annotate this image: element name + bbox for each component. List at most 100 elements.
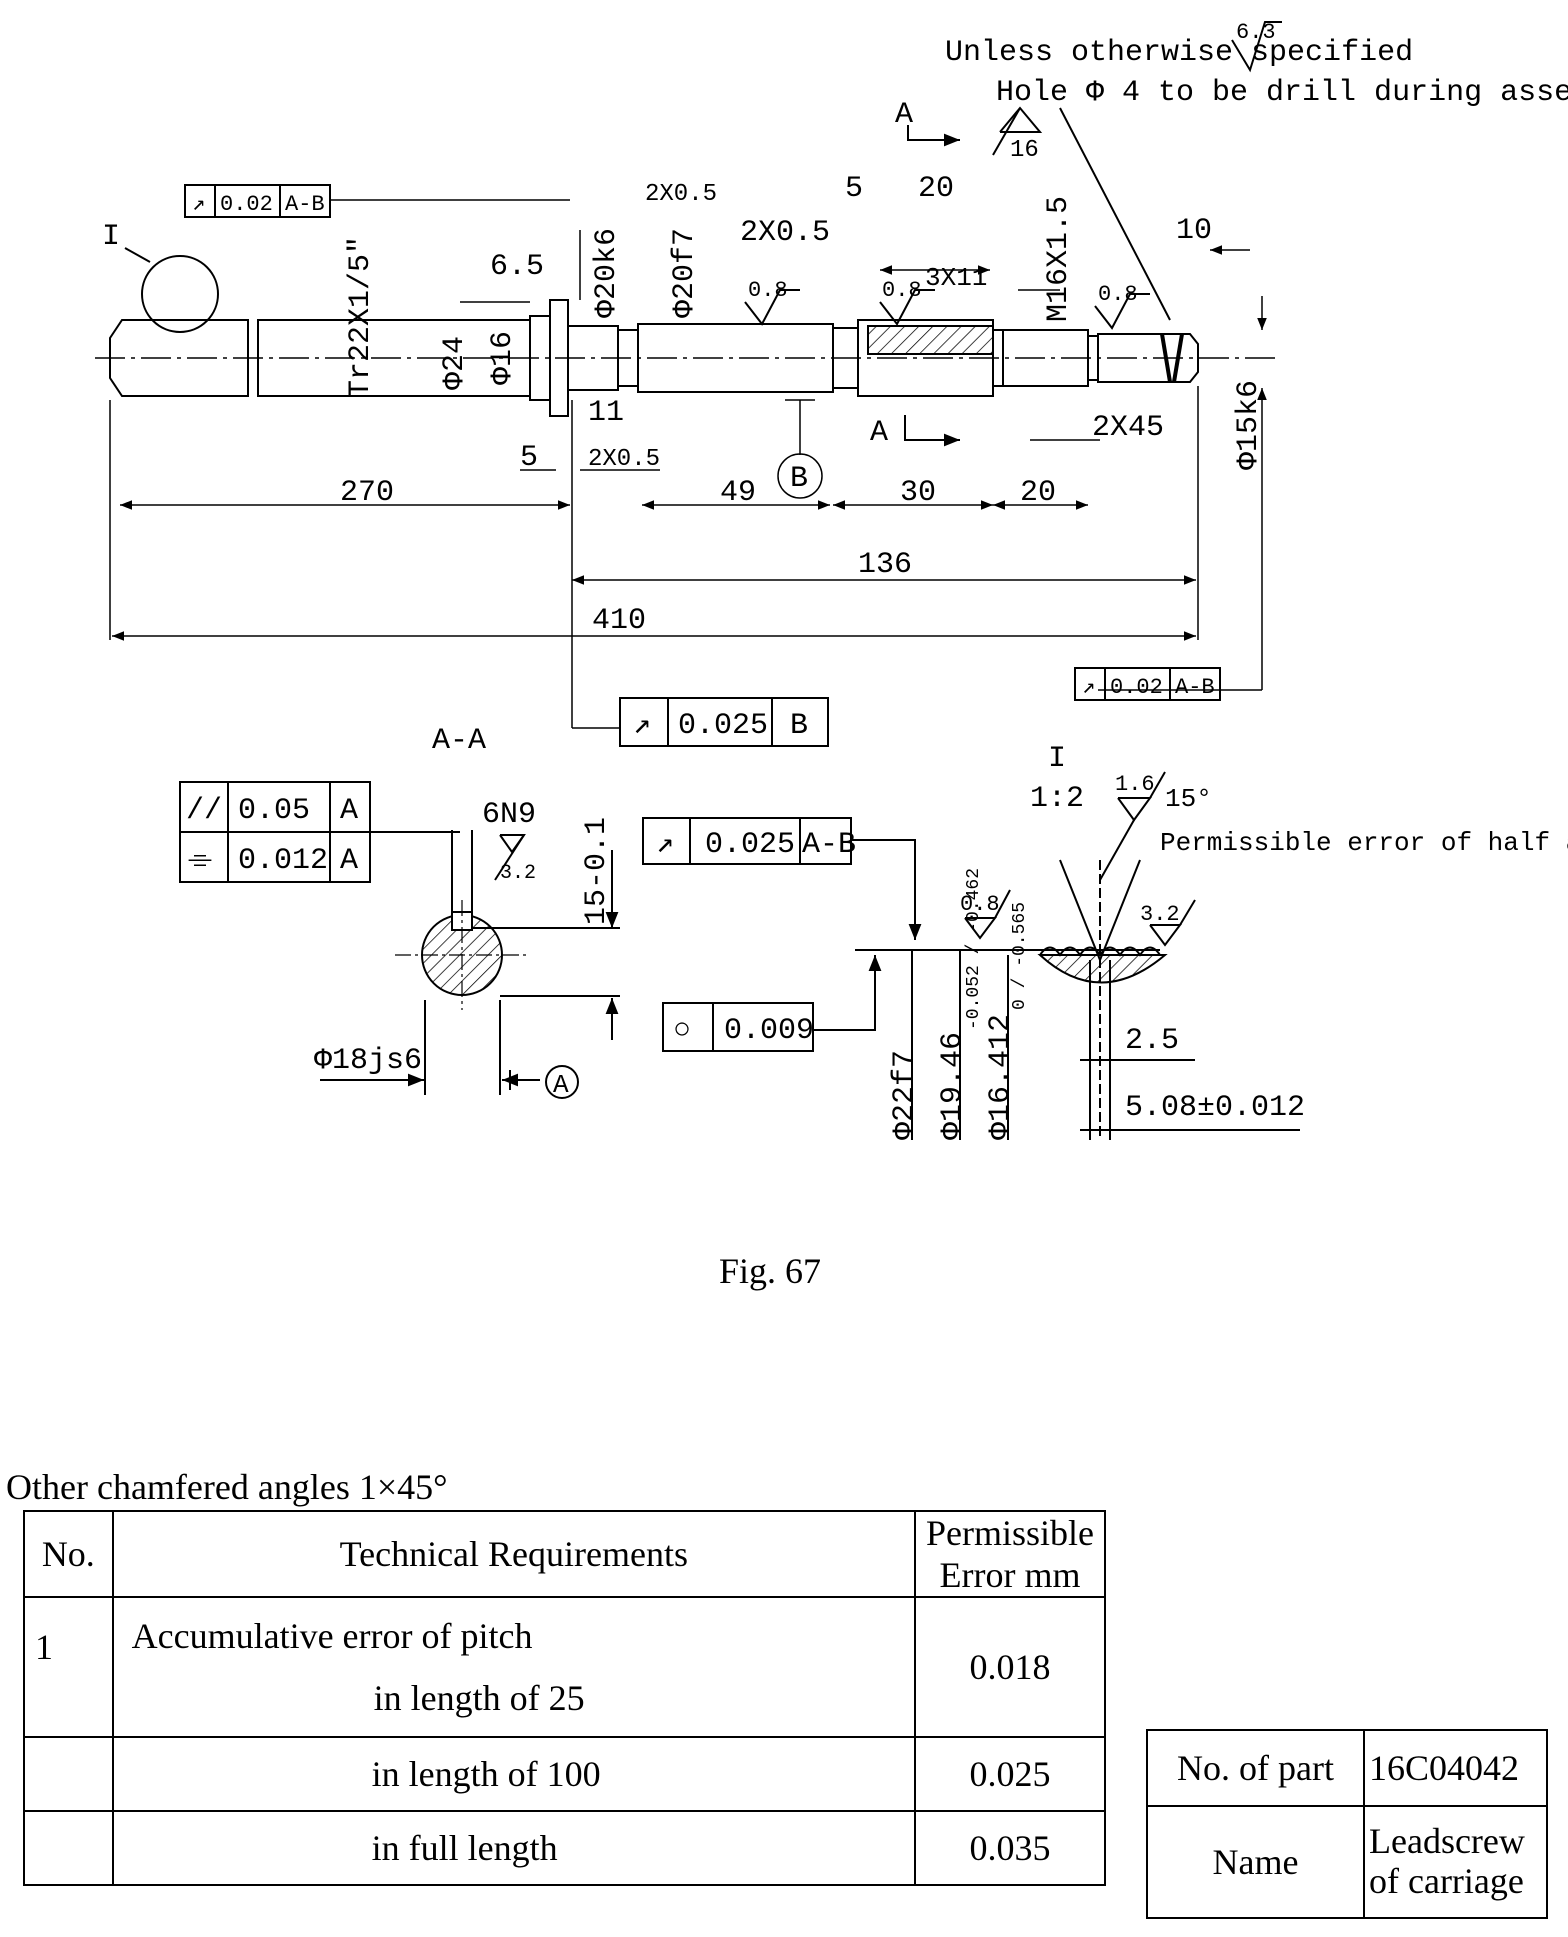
detail-roughness-top: 1.6 — [1115, 772, 1155, 797]
gdt-bottom-center-datum: B — [790, 709, 808, 743]
engineering-drawing: Unless otherwise specified 6.3 Hole Φ 4 … — [95, 20, 1568, 1140]
gdt-bottom-right-datum: A-B — [1175, 675, 1215, 700]
detail-i: I 1:2 1.6 15° Permissible error of half … — [642, 742, 1568, 1140]
label-dia15k6: Φ15k6 — [1232, 380, 1266, 470]
label-3x11: 3X11 — [925, 263, 987, 293]
label-2x45: 2X45 — [1092, 411, 1164, 445]
roughness-general: 6.3 — [1236, 20, 1276, 45]
gdt-top-left-value: 0.02 — [220, 192, 273, 217]
detail-circularity-symbol: ○ — [673, 1014, 691, 1048]
gdt-top-left-symbol: ↗ — [192, 192, 205, 217]
table-header-row: No. Technical Requirements Permissible E… — [23, 1510, 1106, 1598]
gdt-bottom-center-value: 0.025 — [678, 709, 768, 743]
detail-callout: I — [102, 220, 120, 254]
label-r08-b: 0.8 — [882, 278, 922, 303]
dim-270: 270 — [340, 476, 394, 510]
part-no-row: No. of part 16C04042 — [1146, 1729, 1548, 1807]
row-error: 0.035 — [914, 1810, 1106, 1886]
dim-136: 136 — [858, 548, 912, 582]
row-requirement-line2: in length of 25 — [373, 1678, 585, 1718]
gdt-symmetry-symbol: ⌯ — [188, 844, 212, 878]
label-thread: Tr22X1/5" — [344, 236, 378, 398]
detail-runout-symbol: ↗ — [656, 828, 674, 862]
note-unless-specified: Unless otherwise specified — [945, 36, 1413, 70]
label-dia24: Φ24 — [438, 336, 472, 390]
keyway-roughness: 3.2 — [500, 862, 536, 885]
row-requirement: Accumulative error of pitch in length of… — [111, 1596, 917, 1738]
detail-runout-datum: A-B — [802, 828, 856, 862]
row-no — [23, 1736, 114, 1812]
detail-angle: 15° — [1165, 784, 1212, 814]
dim-410: 410 — [592, 604, 646, 638]
depth-label: 15-0.1 — [580, 817, 614, 925]
label-2x0-5-c: 2X0.5 — [588, 446, 660, 473]
gdt-parallel-datum: A — [340, 794, 358, 828]
detail-d19: Φ19.46 — [936, 1032, 970, 1140]
label-2x0-5-b: 2X0.5 — [740, 216, 830, 250]
gdt-frame-bottom-right: ↗ 0.02 A-B — [1074, 667, 1221, 701]
detail-note: Permissible error of half angle 30' — [1160, 828, 1568, 858]
row-no: 1 — [23, 1596, 114, 1738]
header-error: Permissible Error mm — [914, 1510, 1106, 1598]
detail-circularity-value: 0.009 — [724, 1014, 814, 1048]
label-m16: M16X1.5 — [1042, 196, 1076, 322]
part-no-label: No. of part — [1146, 1729, 1365, 1807]
dim-49: 49 — [720, 476, 756, 510]
detail-d22: Φ22f7 — [888, 1050, 922, 1140]
figure-caption: Fig. 67 — [718, 1251, 822, 1291]
table-row: in full length 0.035 — [23, 1810, 1106, 1886]
detail-d19-tol: -0.052 / -0.462 — [964, 868, 984, 1030]
section-dia-label: Φ18js6 — [314, 1044, 422, 1078]
label-r08-c: 0.8 — [1098, 282, 1138, 307]
label-dia16: Φ16 — [486, 331, 520, 385]
dim-20-bottom: 20 — [1020, 476, 1056, 510]
technical-requirements-table: No. Technical Requirements Permissible E… — [23, 1510, 1106, 1886]
label-6-5: 6.5 — [490, 250, 544, 284]
section-mark-top: A — [895, 98, 913, 132]
header-no: No. — [23, 1510, 114, 1598]
label-dia20k6: Φ20k6 — [590, 228, 624, 318]
gdt-bottom-right-symbol: ↗ — [1082, 675, 1095, 700]
chamfer-note: Other chamfered angles 1×45° — [6, 1467, 448, 1507]
name-value: Leadscrew of carriage — [1363, 1805, 1548, 1919]
table-row: in length of 100 0.025 — [23, 1736, 1106, 1812]
label-2x0-5-a: 2X0.5 — [645, 181, 717, 208]
datum-b-label: B — [790, 462, 808, 496]
table-row: 1 Accumulative error of pitch in length … — [23, 1596, 1106, 1738]
gdt-frame-bottom-center: ↗ 0.025 B — [619, 697, 829, 747]
row-no — [23, 1810, 114, 1886]
detail-title: I — [1048, 742, 1066, 776]
gdt-bottom-center-symbol: ↗ — [633, 709, 651, 743]
shaft-elevation — [95, 299, 1275, 417]
gdt-parallel-symbol: // — [186, 794, 222, 828]
roughness-symbols — [744, 289, 1150, 330]
section-title: A-A — [432, 724, 486, 758]
label-5-top: 5 — [845, 172, 863, 206]
label-dia20f7: Φ20f7 — [668, 228, 702, 318]
gdt-top-left-datum: A-B — [285, 192, 325, 217]
label-5-bottom: 5 — [520, 441, 538, 475]
detail-d16: Φ16.412 — [984, 1014, 1018, 1140]
note-symbols — [124, 21, 1282, 447]
gdt-symmetry-datum: A — [340, 844, 358, 878]
detail-roughness-right: 3.2 — [1140, 902, 1180, 927]
part-info-table: No. of part 16C04042 Name Leadscrew of c… — [1146, 1729, 1548, 1919]
gdt-frame-top-left: ↗ 0.02 A-B — [184, 184, 331, 218]
section-a-a: A-A 6N9 3.2 15-0.1 Φ18js6 A // 0.05 A ⌯ … — [179, 724, 620, 1100]
name-label: Name — [1146, 1805, 1365, 1919]
label-10: 10 — [1176, 214, 1212, 248]
detail-runout-value: 0.025 — [705, 828, 795, 862]
gdt-bottom-right-value: 0.02 — [1110, 675, 1163, 700]
roughness-hole: 16 — [1010, 137, 1039, 164]
note-hole: Hole Φ 4 to be drill during assembly — [996, 76, 1568, 110]
top-notes: Unless otherwise specified 6.3 Hole Φ 4 … — [102, 20, 1568, 450]
name-value-line2: of carriage — [1369, 1861, 1524, 1901]
row-error: 0.025 — [914, 1736, 1106, 1812]
datum-a-label: A — [553, 1070, 569, 1100]
detail-pitch: 5.08±0.012 — [1125, 1091, 1305, 1125]
detail-d16-tol: 0 / -0.565 — [1010, 902, 1030, 1010]
detail-scale: 1:2 — [1030, 782, 1084, 816]
section-mark-bottom: A — [870, 416, 888, 450]
row-requirement: in length of 100 — [111, 1736, 917, 1812]
label-11: 11 — [588, 396, 624, 430]
